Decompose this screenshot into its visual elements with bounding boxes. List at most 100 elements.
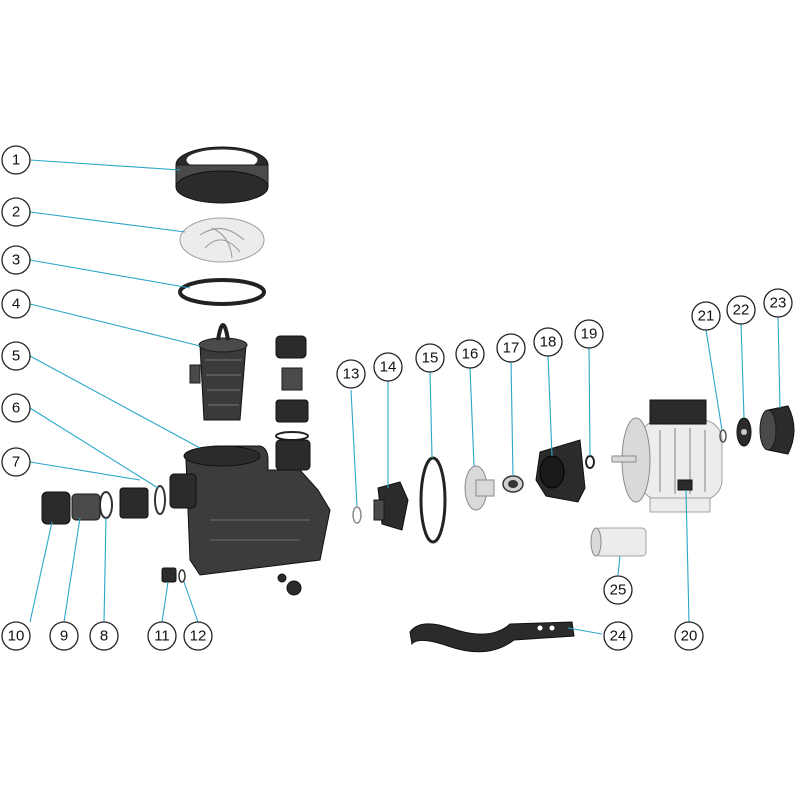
- part-motor-foot: [677, 479, 693, 491]
- callout-number: 15: [422, 350, 439, 367]
- part-motor: [611, 399, 723, 513]
- callout-22: 22: [726, 295, 756, 325]
- callout-number: 24: [610, 628, 627, 645]
- part-union-nut-tail: [41, 491, 101, 525]
- callout-21: 21: [691, 301, 721, 331]
- callout-2: 2: [1, 197, 31, 227]
- callout-number: 20: [681, 628, 698, 645]
- callout-13: 13: [336, 359, 366, 389]
- callout-circle: [1, 393, 31, 423]
- callout-number: 8: [100, 628, 108, 645]
- callout-circle: [373, 352, 403, 382]
- part-small-o-ring: [352, 506, 362, 524]
- callout-number: 25: [610, 582, 627, 599]
- callout-19: 19: [574, 319, 604, 349]
- callout-12: 12: [183, 621, 213, 651]
- part-motor-fan: [736, 417, 752, 447]
- callout-circle: [415, 343, 445, 373]
- callout-circle: [183, 621, 213, 651]
- callout-3: 3: [1, 245, 31, 275]
- callout-number: 1: [12, 152, 20, 169]
- callout-9: 9: [49, 621, 79, 651]
- callout-number: 10: [8, 628, 25, 645]
- callout-17: 17: [496, 333, 526, 363]
- part-large-o-ring: [419, 456, 447, 544]
- callout-5: 5: [1, 341, 31, 371]
- callout-number: 21: [698, 308, 715, 325]
- part-diffuser: [373, 481, 409, 531]
- callout-circle: [336, 359, 366, 389]
- callout-23: 23: [763, 288, 793, 318]
- part-adapter-and-rings: [99, 485, 166, 519]
- callout-number: 9: [60, 628, 68, 645]
- callout-number: 11: [154, 628, 170, 645]
- callout-number: 7: [12, 454, 20, 471]
- callout-circle: [603, 621, 633, 651]
- part-mechanical-seal: [502, 475, 524, 493]
- callout-circle: [1, 447, 31, 477]
- callout-7: 7: [1, 447, 31, 477]
- callout-circle: [496, 333, 526, 363]
- part-washer: [585, 455, 595, 469]
- callout-14: 14: [373, 352, 403, 382]
- callout-circle: [49, 621, 79, 651]
- callout-number: 16: [462, 346, 479, 363]
- callout-circle: [147, 621, 177, 651]
- callout-circle: [1, 621, 31, 651]
- callout-number: 19: [581, 326, 598, 343]
- callout-circle: [1, 145, 31, 175]
- callout-24: 24: [603, 621, 633, 651]
- callout-18: 18: [533, 327, 563, 357]
- callout-number: 14: [380, 359, 397, 376]
- callout-number: 2: [12, 204, 20, 221]
- callout-circle: [726, 295, 756, 325]
- part-clear-lid: [179, 217, 265, 263]
- callout-circle: [1, 289, 31, 319]
- callout-number: 12: [190, 628, 207, 645]
- callout-1: 1: [1, 145, 31, 175]
- callout-number: 6: [12, 400, 20, 417]
- callout-10: 10: [1, 621, 31, 651]
- part-capacitor: [590, 527, 647, 557]
- callout-circle: [603, 575, 633, 605]
- callout-25: 25: [603, 575, 633, 605]
- part-fan-cover: [759, 405, 795, 455]
- part-rear-o-ring: [719, 429, 727, 443]
- callout-circle: [1, 341, 31, 371]
- part-lock-ring: [175, 146, 269, 204]
- callout-circle: [691, 301, 721, 331]
- callout-11: 11: [147, 621, 177, 651]
- callout-number: 18: [540, 334, 557, 351]
- callout-circle: [763, 288, 793, 318]
- callout-circle: [455, 339, 485, 369]
- callout-number: 4: [12, 296, 20, 313]
- part-impeller: [464, 465, 495, 511]
- callout-6: 6: [1, 393, 31, 423]
- callout-4: 4: [1, 289, 31, 319]
- part-lid-o-ring: [178, 278, 266, 306]
- callout-circle: [1, 197, 31, 227]
- part-pump-housing: [169, 439, 331, 596]
- callout-number: 17: [503, 340, 520, 357]
- callout-circle: [533, 327, 563, 357]
- callout-circle: [89, 621, 119, 651]
- callout-circle: [1, 245, 31, 275]
- callout-circle: [574, 319, 604, 349]
- callout-number: 22: [733, 302, 750, 319]
- part-drain-plug: [161, 567, 186, 583]
- callout-number: 13: [343, 366, 360, 383]
- callout-number: 23: [770, 295, 787, 312]
- callout-number: 3: [12, 252, 20, 269]
- callout-8: 8: [89, 621, 119, 651]
- part-seal-plate: [535, 439, 586, 503]
- part-lid-wrench: [409, 621, 575, 653]
- part-union-stack: [275, 335, 309, 441]
- leader-lines: [29, 159, 781, 635]
- callout-20: 20: [674, 621, 704, 651]
- callout-15: 15: [415, 343, 445, 373]
- callout-circle: [674, 621, 704, 651]
- callout-16: 16: [455, 339, 485, 369]
- callout-number: 5: [12, 348, 20, 365]
